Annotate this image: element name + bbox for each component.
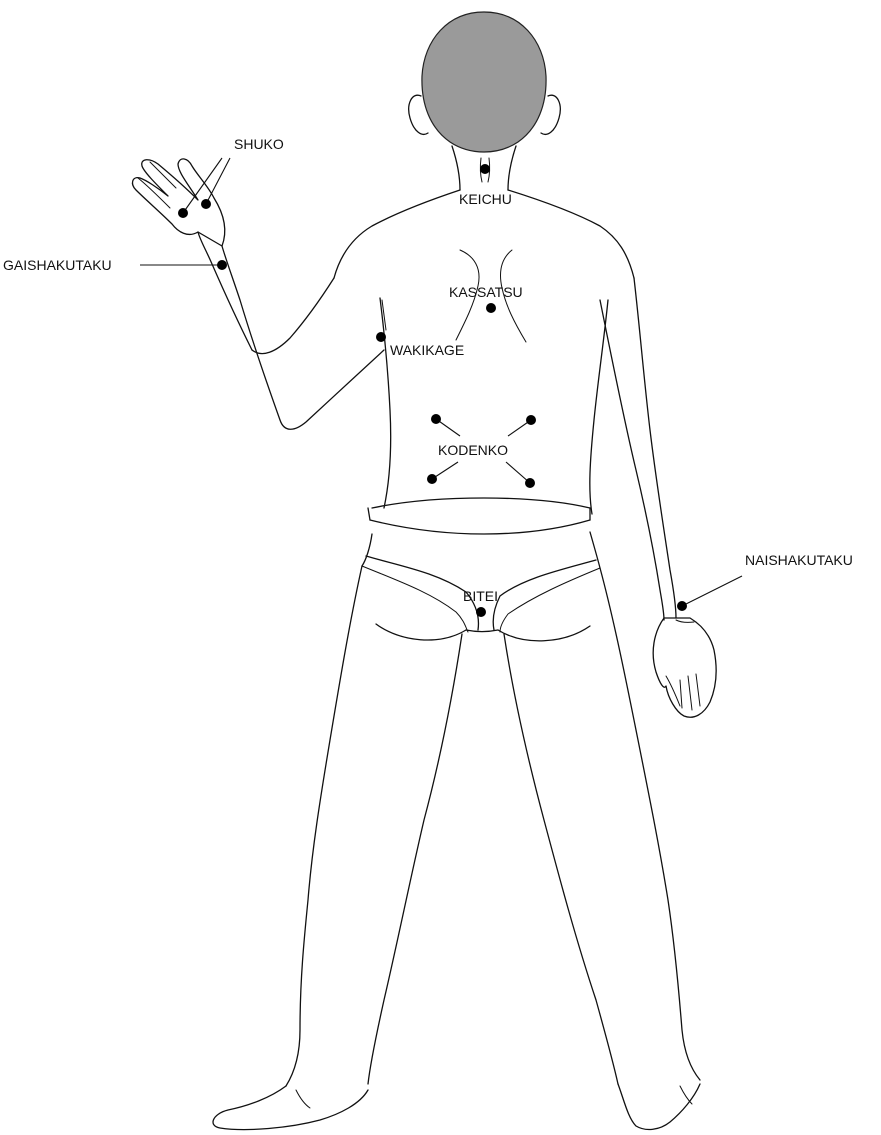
- underwear: [362, 498, 600, 641]
- bitei-point: [476, 607, 486, 617]
- label-shuko: SHUKO: [234, 136, 284, 152]
- labels: SHUKO KEICHU GAISHAKUTAKU KASSATSU WAKIK…: [3, 136, 853, 604]
- feet: [213, 1084, 700, 1130]
- shuko-point-1: [178, 208, 188, 218]
- wakikage-point: [376, 332, 386, 342]
- label-wakikage: WAKIKAGE: [390, 342, 464, 358]
- hair: [422, 12, 546, 152]
- right-arm: [600, 278, 716, 717]
- label-kassatsu: KASSATSU: [449, 284, 523, 300]
- shuko-leader-2: [206, 158, 230, 204]
- left-arm: [133, 159, 384, 429]
- kodenko-point-1: [431, 414, 441, 424]
- kassatsu-point: [486, 303, 496, 313]
- shuko-point-2: [201, 199, 211, 209]
- right-foot: [618, 1084, 700, 1129]
- label-kodenko: KODENKO: [438, 442, 508, 458]
- torso: [334, 190, 634, 514]
- kodenko-point-2: [526, 415, 536, 425]
- label-naishakutaku: NAISHAKUTAKU: [745, 552, 853, 568]
- right-hand: [653, 618, 716, 717]
- gaishakutaku-point: [217, 260, 227, 270]
- kodenko-point-3: [427, 474, 437, 484]
- label-bitei: BITEI: [463, 588, 498, 604]
- pressure-points: [140, 158, 742, 617]
- kodenko-point-4: [525, 478, 535, 488]
- left-hand: [133, 159, 225, 246]
- label-keichu: KEICHU: [459, 191, 512, 207]
- keichu-point: [480, 164, 490, 174]
- legs: [286, 566, 700, 1086]
- naishakutaku-leader: [682, 576, 742, 606]
- left-foot: [213, 1086, 368, 1130]
- head: [409, 12, 561, 152]
- label-gaishakutaku: GAISHAKUTAKU: [3, 257, 112, 273]
- naishakutaku-point: [677, 601, 687, 611]
